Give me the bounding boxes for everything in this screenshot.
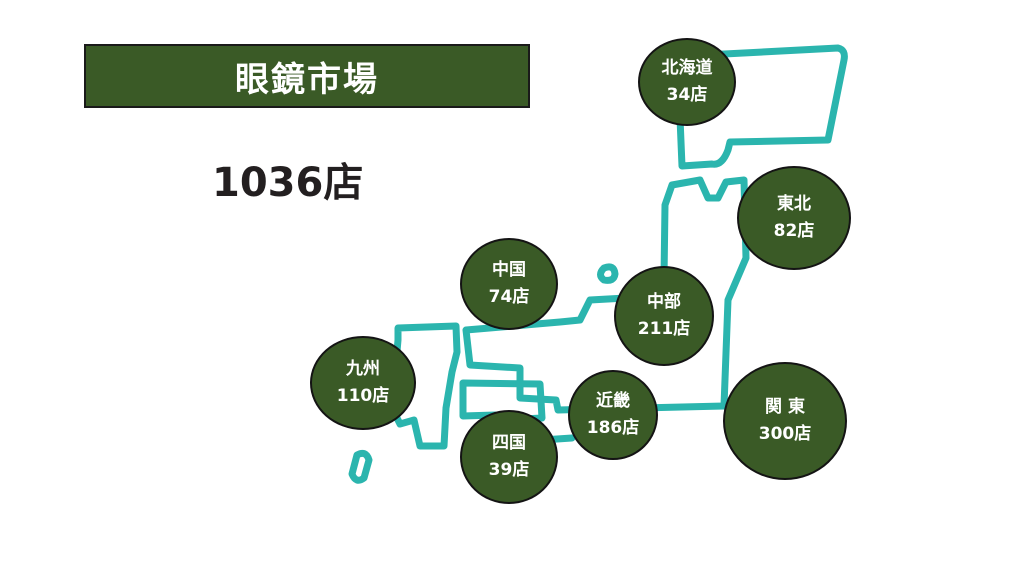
region-name: 中部 (647, 291, 681, 312)
region-count: 300店 (758, 424, 812, 444)
region-bubble-shikoku: 四国 39店 (460, 410, 558, 504)
region-name: 東北 (777, 193, 811, 214)
region-bubble-kanto: 関 東 300店 (723, 362, 847, 480)
region-bubble-chugoku: 中国 74店 (460, 238, 558, 330)
region-name: 近畿 (596, 390, 630, 411)
region-count: 110店 (336, 386, 390, 406)
region-bubble-tohoku: 東北 82店 (737, 166, 851, 270)
region-name: 関 東 (765, 396, 805, 417)
region-bubble-chubu: 中部 211店 (614, 266, 714, 366)
region-count: 211店 (637, 319, 691, 339)
region-count: 186店 (586, 418, 640, 438)
region-name: 九州 (346, 358, 380, 379)
region-count: 82店 (773, 221, 815, 241)
total-store-count: 1036店 (212, 160, 364, 206)
region-name: 四国 (492, 432, 526, 453)
region-count: 39店 (488, 460, 530, 480)
region-bubble-hokkaido: 北海道 34店 (638, 38, 736, 126)
region-bubble-kinki: 近畿 186店 (568, 370, 658, 460)
region-count: 74店 (488, 287, 530, 307)
page-title: 眼鏡市場 (84, 44, 530, 108)
map-southern-island (348, 449, 373, 484)
region-bubble-kyushu: 九州 110店 (310, 336, 416, 430)
region-count: 34店 (666, 85, 708, 105)
map-sado (597, 263, 619, 284)
region-name: 中国 (492, 259, 526, 280)
region-name: 北海道 (661, 57, 713, 78)
